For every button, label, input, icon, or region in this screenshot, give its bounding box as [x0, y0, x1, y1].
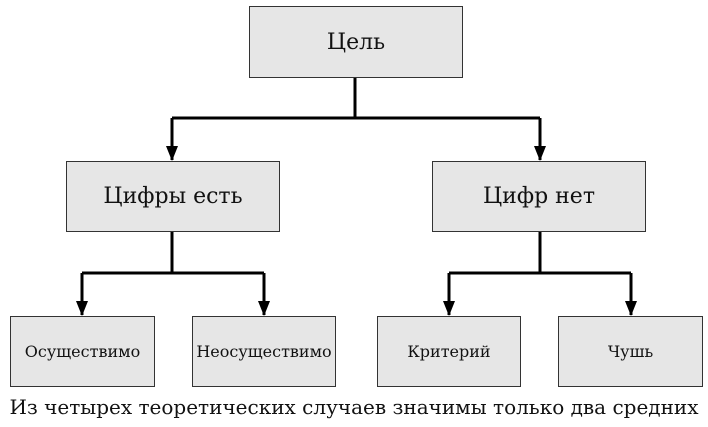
branch-node-label: Цифры есть	[103, 184, 243, 209]
branch-node-label: Цифр нет	[483, 184, 595, 209]
arrowhead-icon	[166, 146, 178, 161]
leaf-node-label: Осуществимо	[24, 342, 141, 361]
leaf-node-label: Неосуществимо	[196, 342, 332, 361]
root-connector	[170, 78, 542, 160]
root-node-label: Цель	[326, 29, 386, 55]
left-branch-connector	[80, 232, 266, 315]
arrowheads	[76, 146, 637, 316]
branch-node-numbers-exist: Цифры есть	[66, 161, 280, 232]
leaf-node-feasible: Осуществимо	[10, 316, 155, 387]
diagram-caption: Из четырех теоретических случаев значимы…	[9, 395, 699, 419]
arrowhead-icon	[625, 301, 637, 316]
leaf-node-criterion: Критерий	[377, 316, 521, 387]
arrowhead-icon	[534, 146, 546, 161]
leaf-node-label: Критерий	[407, 342, 491, 361]
arrowhead-icon	[76, 301, 88, 316]
arrowhead-icon	[258, 301, 270, 316]
leaf-node-infeasible: Неосуществимо	[192, 316, 336, 387]
arrowhead-icon	[443, 301, 455, 316]
leaf-node-nonsense: Чушь	[558, 316, 703, 387]
root-node-goal: Цель	[249, 6, 463, 78]
right-branch-connector	[447, 232, 633, 315]
leaf-node-label: Чушь	[607, 342, 654, 361]
branch-node-no-numbers: Цифр нет	[432, 161, 646, 232]
